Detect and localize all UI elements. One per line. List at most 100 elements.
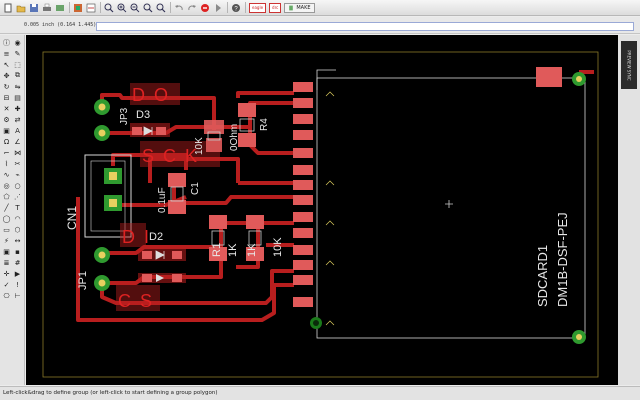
align-icon[interactable]: ⊟	[3, 93, 10, 102]
optimize-icon[interactable]: ⋈	[14, 148, 21, 157]
rotate-icon[interactable]: ↻	[3, 82, 10, 91]
circle-icon[interactable]: ◯	[2, 214, 11, 223]
miter-icon[interactable]: ⌐	[3, 148, 10, 157]
d2-footprint: D2	[138, 231, 186, 283]
stop-icon[interactable]	[200, 3, 210, 13]
wire-icon[interactable]: ╱	[4, 203, 9, 212]
new-icon[interactable]	[3, 3, 13, 13]
autorouter-icon[interactable]: ⎔	[3, 291, 10, 300]
board-canvas[interactable]: SDCARD1 DM1B-DSF-PEJ JP3 D3 D O S C K	[26, 35, 618, 385]
svg-text:?: ?	[234, 6, 238, 12]
cam-icon[interactable]	[55, 3, 65, 13]
via-icon[interactable]: ◎	[3, 181, 10, 190]
meander-icon[interactable]: ∿	[3, 170, 10, 179]
r-0ohm-label: 0Ohm	[229, 124, 240, 151]
signal-icon[interactable]: ⚡	[4, 236, 9, 245]
main-toolbar: ? eagle drc MAKE	[0, 0, 640, 16]
rect-icon[interactable]: ▭	[3, 225, 10, 234]
arc-icon[interactable]: ◠	[14, 214, 21, 223]
smash-icon[interactable]: ✎	[14, 49, 21, 58]
change-icon[interactable]: ⚙	[3, 115, 10, 124]
command-input[interactable]	[96, 22, 634, 31]
name-icon[interactable]: A	[15, 126, 20, 135]
do-label: D O	[132, 85, 170, 105]
make-button[interactable]: MAKE	[284, 2, 315, 13]
dimension-icon[interactable]: ↔	[14, 236, 21, 245]
poly-draw-icon[interactable]: ⬡	[14, 225, 21, 234]
ratsnest-icon[interactable]: ⋰	[14, 192, 21, 201]
split-icon[interactable]: ∠	[14, 137, 21, 146]
slice-icon[interactable]: ⌁	[15, 170, 20, 179]
pad-icon[interactable]: ▣	[3, 247, 10, 256]
add-icon[interactable]: ✚	[14, 104, 21, 113]
status-bar: Left-click&drag to define group (or left…	[0, 386, 640, 400]
redo-icon[interactable]	[187, 3, 197, 13]
di-label: D I	[122, 227, 151, 247]
undo-icon[interactable]	[174, 3, 184, 13]
drc-icon[interactable]: ✓	[3, 280, 10, 289]
paste-icon[interactable]: ▤	[14, 93, 21, 102]
measure-icon[interactable]: ⊢	[14, 291, 21, 300]
run-icon[interactable]: ▶	[14, 269, 21, 278]
trace	[248, 127, 294, 155]
open-icon[interactable]	[16, 3, 26, 13]
preview-sync-label: PREVIEW SYNC	[626, 49, 632, 81]
layers-icon[interactable]: ≡	[3, 49, 10, 58]
r-10k-top: 10K	[194, 120, 224, 155]
go-icon[interactable]	[213, 3, 223, 13]
copy-icon[interactable]: ⧉	[15, 71, 20, 79]
r1-value: 1K	[227, 243, 239, 257]
jp1-footprint: JP1	[77, 247, 110, 291]
errors-icon[interactable]: !	[16, 280, 19, 289]
preview-sync-tab[interactable]: PREVIEW SYNC	[621, 41, 637, 89]
toolbar-separator	[227, 2, 228, 13]
cs-label: C S	[118, 291, 154, 311]
smd-icon[interactable]: ▪	[15, 247, 20, 256]
ripup-icon[interactable]: ✂	[14, 159, 21, 168]
jp3-label: JP3	[119, 107, 130, 125]
zoom-select-icon[interactable]	[156, 3, 166, 13]
schematic-icon[interactable]	[86, 3, 96, 13]
print-icon[interactable]	[42, 3, 52, 13]
zoom-out-icon[interactable]	[130, 3, 140, 13]
replace-icon[interactable]: ⇄	[14, 115, 21, 124]
help-icon[interactable]: ?	[231, 3, 241, 13]
sdcard-value: DM1B-DSF-PEJ	[555, 212, 570, 307]
trace	[100, 269, 294, 305]
route-icon[interactable]: ⌇	[4, 159, 9, 168]
value-icon[interactable]: Ω	[3, 137, 10, 146]
r2-value: 1K	[246, 243, 258, 257]
trace	[172, 183, 294, 205]
r4-label: R4	[259, 118, 270, 131]
coordinate-readout: 0.005 inch (0.164 1.445)	[24, 22, 97, 28]
r2-footprint: 1K 10K	[246, 215, 284, 261]
board-icon[interactable]	[73, 3, 83, 13]
info-icon[interactable]: ⓘ	[3, 38, 10, 47]
zoom-fit-icon[interactable]	[104, 3, 114, 13]
attribute-icon[interactable]: ≣	[3, 258, 10, 267]
text-icon[interactable]: T	[15, 203, 20, 212]
drc-button[interactable]: drc	[269, 2, 282, 13]
group-icon[interactable]: ⬚	[14, 60, 21, 69]
eagle-logo-button[interactable]: eagle	[249, 2, 267, 13]
grid-icon[interactable]: #	[14, 258, 21, 267]
lock-icon[interactable]: ▣	[3, 126, 10, 135]
zoom-in-icon[interactable]	[117, 3, 127, 13]
move-icon[interactable]: ✥	[3, 71, 10, 80]
r-10k-bottom-label: 10K	[272, 237, 284, 257]
eye-icon[interactable]: ◉	[14, 38, 21, 47]
delete-icon[interactable]: ✕	[3, 104, 10, 113]
r-10k-label: 10K	[194, 137, 205, 155]
select-icon[interactable]: ↖	[3, 60, 10, 69]
hole-icon[interactable]: ○	[14, 181, 21, 190]
mirror-icon[interactable]: ⇋	[14, 82, 21, 91]
polygon-icon[interactable]: ⬠	[3, 192, 10, 201]
trace	[100, 93, 216, 130]
toolbar-separator	[100, 2, 101, 13]
toolbar-separator	[170, 2, 171, 13]
save-icon[interactable]	[29, 3, 39, 13]
zoom-minus-icon[interactable]	[143, 3, 153, 13]
trace	[76, 197, 294, 322]
mark-icon[interactable]: ✛	[3, 269, 10, 278]
r-0ohm: 0Ohm R4	[229, 103, 270, 151]
